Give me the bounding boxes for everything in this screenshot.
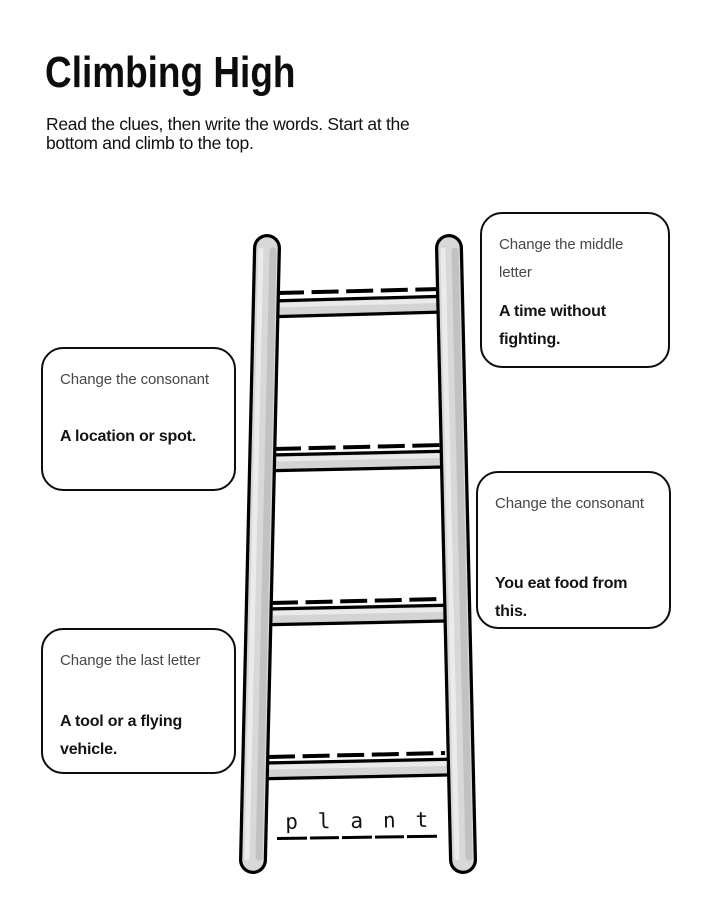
clue-instruction: Change the consonant bbox=[60, 371, 209, 388]
ladder-rails bbox=[239, 234, 477, 874]
clue-text: A location or spot. bbox=[60, 428, 197, 445]
answer-line-2[interactable] bbox=[270, 597, 444, 605]
answer-line-4[interactable] bbox=[276, 287, 442, 295]
clue-box-top-right: Change the middle letter A time without … bbox=[480, 212, 670, 368]
start-word-letter: l bbox=[309, 803, 340, 840]
clue-text: A time without fighting. bbox=[499, 303, 606, 348]
ladder-left-rail bbox=[239, 234, 281, 874]
clue-text: You eat food from this. bbox=[495, 575, 628, 620]
instructions-text: Read the clues, then write the words. St… bbox=[46, 114, 410, 153]
start-word-letter: a bbox=[341, 802, 372, 840]
clue-instruction: Change the consonant bbox=[495, 495, 644, 512]
clue-text: A tool or a flying vehicle. bbox=[60, 713, 183, 758]
rung-answer-lines bbox=[267, 287, 446, 759]
ladder-rung bbox=[247, 757, 463, 781]
clue-box-lower-left: Change the last letter A tool or a flyin… bbox=[41, 628, 236, 774]
clue-instruction: Change the middle letter bbox=[499, 236, 624, 281]
ladder-rung bbox=[256, 294, 458, 319]
page-title: Climbing High bbox=[45, 48, 296, 97]
answer-line-1[interactable] bbox=[267, 751, 446, 759]
ladder-right-rail bbox=[435, 234, 477, 874]
ladder-rung bbox=[250, 603, 461, 627]
start-word: p l a n t bbox=[276, 801, 437, 840]
answer-line-3[interactable] bbox=[273, 443, 443, 451]
clue-instruction: Change the last letter bbox=[60, 652, 201, 669]
clue-box-middle-right: Change the consonant You eat food from t… bbox=[476, 471, 671, 629]
ladder-rung bbox=[253, 449, 459, 473]
clue-box-upper-left: Change the consonant A location or spot. bbox=[41, 347, 236, 491]
start-word-letter: n bbox=[374, 802, 405, 839]
ladder-rungs bbox=[247, 294, 463, 781]
start-word-letter: p bbox=[276, 803, 307, 840]
start-word-letter: t bbox=[406, 801, 437, 839]
